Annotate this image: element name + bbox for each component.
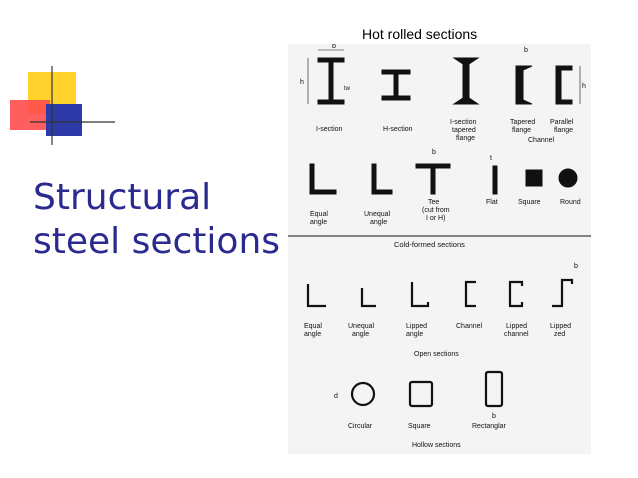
dim-b-rect: b	[492, 413, 496, 420]
equal-angle-drawing	[309, 163, 337, 195]
label-tee-2: (cut from	[422, 207, 450, 214]
dim-b-zed: b	[574, 263, 578, 270]
label-open-sections: Open sections	[414, 351, 459, 358]
label-i-tapered-2: tapered	[452, 127, 476, 134]
label-rectangular: Rectanglar	[472, 423, 507, 430]
cf-unequal-angle-drawing	[360, 288, 376, 308]
square-hollow-drawing	[408, 380, 434, 408]
dim-h-2: h	[582, 83, 586, 90]
label-equal-angle-2: angle	[310, 219, 327, 226]
label-tee-3: I or H)	[426, 215, 445, 222]
label-unequal-angle-1: Unequal	[364, 211, 391, 218]
dim-h-1: h	[300, 79, 304, 86]
dim-tw-1: tw	[344, 86, 351, 92]
label-parallel-2: flange	[554, 127, 573, 134]
label-unequal-angle-2: angle	[370, 219, 387, 226]
slide-title: Structural steel sections	[33, 176, 280, 264]
unequal-angle-drawing	[371, 163, 393, 195]
label-cf-channel: Channel	[456, 323, 483, 330]
parallel-channel-drawing	[555, 65, 573, 105]
label-parallel-1: Parallel	[550, 119, 574, 126]
label-equal-angle-1: Equal	[310, 211, 328, 218]
cold-formed-title: Cold-formed sections	[394, 240, 465, 249]
label-channel-hot: Channel	[528, 137, 555, 144]
flat-drawing	[492, 165, 498, 195]
cf-lipped-zed-drawing	[552, 278, 574, 308]
circular-hollow-drawing	[350, 381, 376, 407]
red-square	[10, 100, 50, 130]
dim-b-1: b	[332, 44, 336, 50]
label-tapered-1: Tapered	[510, 119, 535, 126]
label-cf-unequal-1: Unequal	[348, 323, 375, 330]
cf-equal-angle-drawing	[306, 284, 326, 308]
round-bar-drawing	[558, 168, 578, 188]
label-h-section: H-section	[383, 126, 413, 133]
steel-sections-figure: b h tw b h I-section H-section I-section…	[288, 44, 591, 454]
label-tee-1: Tee	[428, 199, 439, 206]
tapered-channel-drawing	[515, 65, 533, 105]
label-round-bar: Round	[560, 199, 581, 206]
label-hollow-sections: Hollow sections	[412, 442, 461, 449]
i-section-drawing	[307, 49, 345, 105]
label-cf-lipped-angle-2: angle	[406, 331, 423, 338]
rect-hollow-drawing	[484, 370, 504, 408]
dim-d-circ: d	[334, 393, 338, 400]
figure-header: Hot rolled sections	[362, 26, 478, 42]
cf-channel-drawing	[464, 280, 476, 308]
label-cf-equal-1: Equal	[304, 323, 322, 330]
label-square-bar: Square	[518, 199, 541, 206]
i-tapered-drawing	[452, 57, 480, 105]
label-cf-lipped-zed-2: zed	[554, 331, 565, 338]
label-cf-unequal-2: angle	[352, 331, 369, 338]
label-flat: Flat	[486, 199, 498, 206]
label-cf-lipped-channel-2: channel	[504, 331, 529, 338]
square-bar-drawing	[525, 169, 543, 187]
cf-lipped-channel-drawing	[508, 280, 524, 308]
decorative-logo	[10, 66, 115, 145]
label-circular: Circular	[348, 423, 373, 430]
dim-t-flat: t	[490, 155, 492, 162]
label-square-hollow: Square	[408, 423, 431, 430]
dim-b-tee: b	[432, 149, 436, 156]
label-i-tapered-3: flange	[456, 135, 475, 142]
cf-lipped-angle-drawing	[410, 282, 430, 308]
label-tapered-2: flange	[512, 127, 531, 134]
label-cf-lipped-channel-1: Lipped	[506, 323, 527, 330]
h-section-drawing	[381, 69, 411, 101]
title-line-2: steel sections	[33, 221, 281, 262]
label-cf-equal-2: angle	[304, 331, 321, 338]
label-i-section: I-section	[316, 126, 343, 133]
title-line-1: Structural	[33, 177, 212, 218]
label-i-tapered-1: I-section	[450, 119, 477, 126]
label-cf-lipped-angle-1: Lipped	[406, 323, 427, 330]
label-cf-lipped-zed-1: Lipped	[550, 323, 571, 330]
tee-drawing	[415, 163, 451, 195]
dim-b-2: b	[524, 47, 528, 54]
